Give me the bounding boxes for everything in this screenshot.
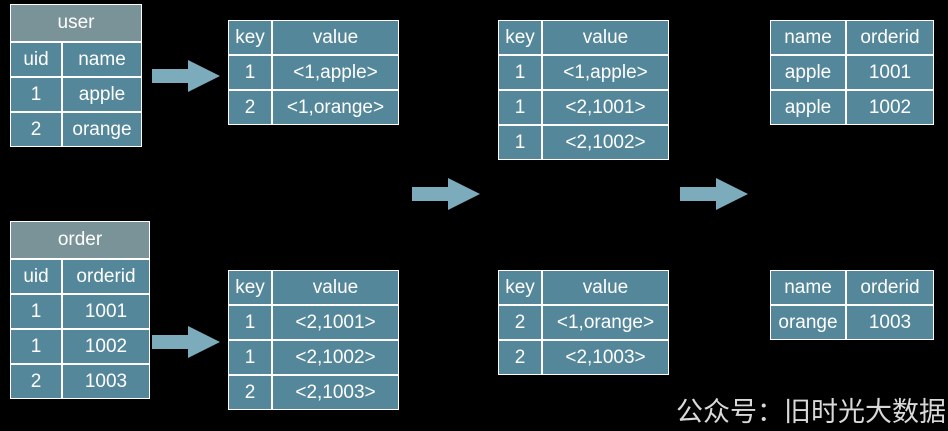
cell-value: <2,1003> — [272, 375, 399, 410]
table-header-row: key value — [498, 270, 669, 305]
column-header-value: value — [272, 20, 399, 55]
arrow-user-to-map — [152, 60, 220, 92]
table-order: order uid orderid 1 1001 1 1002 2 1003 — [10, 221, 150, 399]
cell-value: <2,1001> — [542, 90, 669, 125]
table-map-order-output: key value 1 <2,1001> 1 <2,1002> 2 <2,100… — [228, 270, 399, 410]
cell-uid: 1 — [10, 77, 62, 112]
table-join-output-key1: name orderid apple 1001 apple 1002 — [770, 20, 934, 125]
table-title-row: order — [10, 221, 150, 259]
cell-uid: 2 — [10, 112, 62, 147]
table-row: 1 1001 — [10, 294, 150, 329]
table-row: 2 <1,orange> — [498, 305, 669, 340]
table-title-row: user — [10, 4, 142, 42]
arrow-shuffle-to-reduce — [412, 178, 480, 210]
cell-key: 1 — [498, 90, 542, 125]
table-row: 1 <2,1002> — [498, 125, 669, 160]
cell-value: <1,apple> — [542, 55, 669, 90]
column-header-orderid: orderid — [846, 270, 934, 305]
cell-key: 2 — [228, 375, 272, 410]
cell-value: <2,1001> — [272, 305, 399, 340]
column-header-orderid: orderid — [62, 259, 150, 294]
cell-orderid: 1002 — [846, 90, 934, 125]
column-header-key: key — [498, 270, 542, 305]
column-header-key: key — [228, 270, 272, 305]
table-header-row: name orderid — [770, 270, 934, 305]
cell-uid: 1 — [10, 329, 62, 364]
cell-key: 2 — [498, 305, 542, 340]
column-header-orderid: orderid — [846, 20, 934, 55]
column-header-uid: uid — [10, 42, 62, 77]
table-join-output-key2: name orderid orange 1003 — [770, 270, 934, 340]
table-row: 2 <1,orange> — [228, 90, 399, 125]
cell-value: <2,1003> — [542, 340, 669, 375]
cell-key: 2 — [228, 90, 272, 125]
cell-value: <1,orange> — [272, 90, 399, 125]
table-reduce-group-key1: key value 1 <1,apple> 1 <2,1001> 1 <2,10… — [498, 20, 669, 160]
column-header-name: name — [62, 42, 142, 77]
watermark-text: 公众号：旧时光大数据 — [676, 397, 946, 428]
table-header-row: key value — [228, 20, 399, 55]
column-header-uid: uid — [10, 259, 62, 294]
cell-key: 1 — [228, 340, 272, 375]
cell-name: apple — [770, 90, 846, 125]
table-header-row: uid orderid — [10, 259, 150, 294]
cell-orderid: 1001 — [846, 55, 934, 90]
table-header-row: key value — [228, 270, 399, 305]
cell-orderid: 1003 — [62, 364, 150, 399]
cell-name: apple — [62, 77, 142, 112]
table-row: 2 <2,1003> — [228, 375, 399, 410]
cell-name: apple — [770, 55, 846, 90]
column-header-value: value — [542, 270, 669, 305]
table-row: 2 1003 — [10, 364, 150, 399]
table-row: 1 <1,apple> — [228, 55, 399, 90]
cell-orderid: 1003 — [846, 305, 934, 340]
table-row: apple 1002 — [770, 90, 934, 125]
cell-orderid: 1002 — [62, 329, 150, 364]
table-row: 1 1002 — [10, 329, 150, 364]
table-row: 1 <1,apple> — [498, 55, 669, 90]
cell-key: 1 — [228, 305, 272, 340]
cell-value: <1,apple> — [272, 55, 399, 90]
column-header-name: name — [770, 20, 846, 55]
cell-uid: 1 — [10, 294, 62, 329]
cell-key: 1 — [498, 55, 542, 90]
table-user: user uid name 1 apple 2 orange — [10, 4, 142, 147]
cell-name: orange — [770, 305, 846, 340]
column-header-key: key — [498, 20, 542, 55]
cell-key: 1 — [228, 55, 272, 90]
cell-key: 2 — [498, 340, 542, 375]
cell-uid: 2 — [10, 364, 62, 399]
arrow-order-to-map — [152, 326, 220, 358]
table-header-row: name orderid — [770, 20, 934, 55]
arrow-reduce-to-output — [680, 178, 748, 210]
table-row: apple 1001 — [770, 55, 934, 90]
table-row: 1 apple — [10, 77, 142, 112]
table-header-row: key value — [498, 20, 669, 55]
table-row: 2 <2,1003> — [498, 340, 669, 375]
table-reduce-group-key2: key value 2 <1,orange> 2 <2,1003> — [498, 270, 669, 375]
cell-value: <2,1002> — [272, 340, 399, 375]
column-header-name: name — [770, 270, 846, 305]
column-header-key: key — [228, 20, 272, 55]
cell-orderid: 1001 — [62, 294, 150, 329]
column-header-value: value — [272, 270, 399, 305]
column-header-value: value — [542, 20, 669, 55]
table-title: user — [10, 4, 142, 42]
cell-value: <2,1002> — [542, 125, 669, 160]
table-row: 1 <2,1002> — [228, 340, 399, 375]
cell-name: orange — [62, 112, 142, 147]
cell-key: 1 — [498, 125, 542, 160]
table-title: order — [10, 221, 150, 259]
table-map-user-output: key value 1 <1,apple> 2 <1,orange> — [228, 20, 399, 125]
table-row: 2 orange — [10, 112, 142, 147]
table-row: orange 1003 — [770, 305, 934, 340]
table-row: 1 <2,1001> — [228, 305, 399, 340]
table-row: 1 <2,1001> — [498, 90, 669, 125]
cell-value: <1,orange> — [542, 305, 669, 340]
table-header-row: uid name — [10, 42, 142, 77]
